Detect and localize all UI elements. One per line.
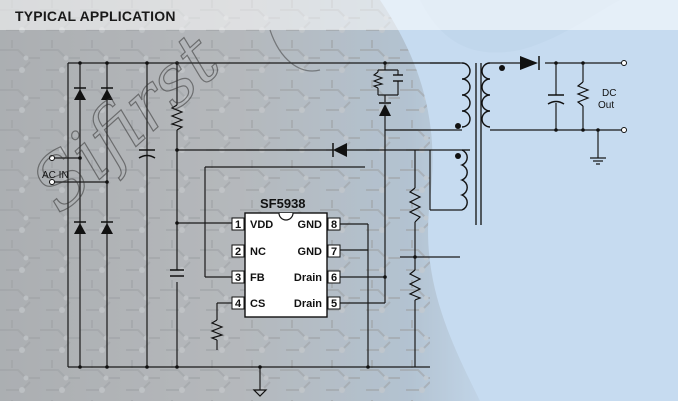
pin-number-3: 3 [235, 272, 241, 284]
page-title: TYPICAL APPLICATION [15, 8, 176, 24]
ground-icon [590, 157, 606, 165]
pin-boxes-left [231, 217, 245, 310]
pin-number-2: 2 [235, 246, 241, 258]
pin-label-drain-6: Drain [294, 272, 322, 284]
pin-number-8: 8 [331, 219, 337, 231]
cs-resistor [210, 319, 224, 341]
snubber-diode [379, 102, 391, 116]
pin-boxes-right [327, 217, 341, 310]
junction-dots [78, 61, 600, 369]
watermark-text: Sifirst [15, 17, 236, 228]
dc-out-label-line2: Out [598, 100, 614, 111]
watermark-swoosh [269, 29, 321, 72]
vdd-capacitor [170, 269, 184, 277]
output-resistor [576, 81, 590, 107]
divider-resistor-top [408, 187, 422, 223]
watermark-logo: Sifirst [15, 16, 237, 228]
dc-out-terminal-bottom [621, 127, 627, 133]
bulk-capacitor [138, 149, 156, 159]
wires [52, 62, 622, 390]
pin-number-7: 7 [331, 246, 337, 258]
output-capacitor [547, 94, 565, 105]
chip-name: SF5938 [260, 196, 306, 211]
pin-label-gnd-7: GND [298, 246, 323, 258]
pin-number-4: 4 [235, 298, 242, 310]
ac-terminal-bottom [49, 179, 55, 185]
pin-number-1: 1 [235, 219, 241, 231]
dc-out-terminal-top [621, 60, 627, 66]
ac-in-label: AC IN [42, 170, 69, 181]
ground-symbol-bottom [252, 389, 268, 397]
snubber-capacitor [393, 74, 403, 82]
pin-number-5: 5 [331, 298, 337, 310]
bridge-diodes [74, 87, 113, 234]
snubber-resistor [372, 71, 384, 89]
divider-resistor-bottom [408, 269, 422, 301]
pin-label-drain-5: Drain [294, 298, 322, 310]
ic-package [244, 212, 328, 318]
output-diode [520, 56, 540, 70]
pin-label-cs: CS [250, 298, 265, 310]
dc-out-label-line1: DC [602, 88, 616, 99]
startup-resistor [170, 104, 184, 131]
pin-label-nc: NC [250, 246, 266, 258]
ac-terminal-top [49, 155, 55, 161]
pin-label-gnd-8: GND [298, 219, 323, 231]
pin-number-6: 6 [331, 272, 337, 284]
pin-label-vdd: VDD [250, 219, 273, 231]
transformer [455, 62, 505, 225]
aux-diode [332, 143, 347, 157]
pin-label-fb: FB [250, 272, 265, 284]
